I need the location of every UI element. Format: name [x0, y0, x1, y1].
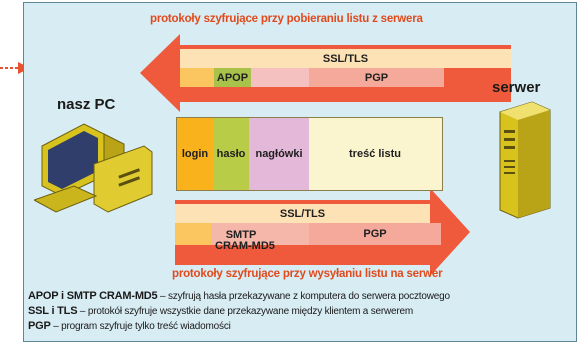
legend-desc: – protokół szyfruje wszystkie dane przek…	[77, 306, 414, 317]
download-ssl-band: SSL/TLS	[180, 49, 511, 68]
password-label: hasło	[216, 148, 246, 160]
upload-headers-slot	[211, 223, 309, 245]
legend-term: SSL i TLS	[28, 305, 78, 317]
server-icon	[499, 101, 551, 219]
download-apop-label: APOP	[216, 71, 249, 84]
headers-label: nagłówki	[255, 148, 303, 160]
download-headers-slot	[251, 68, 309, 87]
download-pgp-label: PGP	[364, 71, 389, 84]
headers-cell: nagłówki	[249, 118, 309, 190]
download-apop-cell: APOP	[214, 68, 251, 87]
legend-desc: – program szyfruje tylko treść wiadomośc…	[50, 321, 231, 332]
download-pgp-cell: PGP	[309, 68, 444, 87]
legend-desc: – szyfrują hasła przekazywane z komputer…	[157, 291, 450, 302]
upload-smtp-label: SMTP CRAM-MD5	[215, 229, 275, 252]
body-cell: treść listu	[309, 118, 441, 190]
login-label: login	[181, 148, 209, 160]
legend-item-apop-smtp: APOP i SMTP CRAM-MD5 – szyfrują hasła pr…	[28, 290, 450, 302]
download-banner: protokoły szyfrujące przy pobieraniu lis…	[150, 13, 423, 25]
upload-smtp-line2: CRAM-MD5	[215, 240, 275, 252]
upload-ssl-band: SSL/TLS	[175, 204, 430, 223]
upload-login-slot	[175, 223, 211, 245]
pc-label: nasz PC	[57, 96, 116, 113]
legend-item-ssl-tls: SSL i TLS – protokół szyfruje wszystkie …	[28, 305, 413, 317]
upload-pgp-label: PGP	[363, 228, 387, 240]
legend-item-pgp: PGP – program szyfruje tylko treść wiado…	[28, 320, 231, 332]
server-label: serwer	[492, 79, 541, 96]
upload-pgp-cell: PGP	[309, 223, 441, 245]
upload-ssl-label: SSL/TLS	[279, 207, 326, 220]
legend-term: PGP	[28, 320, 51, 332]
download-login-slot	[180, 68, 214, 87]
login-cell: login	[177, 118, 213, 190]
legend-term: APOP i SMTP CRAM-MD5	[28, 290, 158, 302]
download-ssl-label: SSL/TLS	[322, 52, 369, 65]
pc-icon	[34, 123, 153, 213]
upload-banner: protokoły szyfrujące przy wysyłaniu list…	[172, 268, 443, 280]
body-label: treść listu	[349, 148, 401, 160]
upload-smtp-line1: SMTP	[225, 229, 257, 241]
password-cell: hasło	[213, 118, 249, 190]
